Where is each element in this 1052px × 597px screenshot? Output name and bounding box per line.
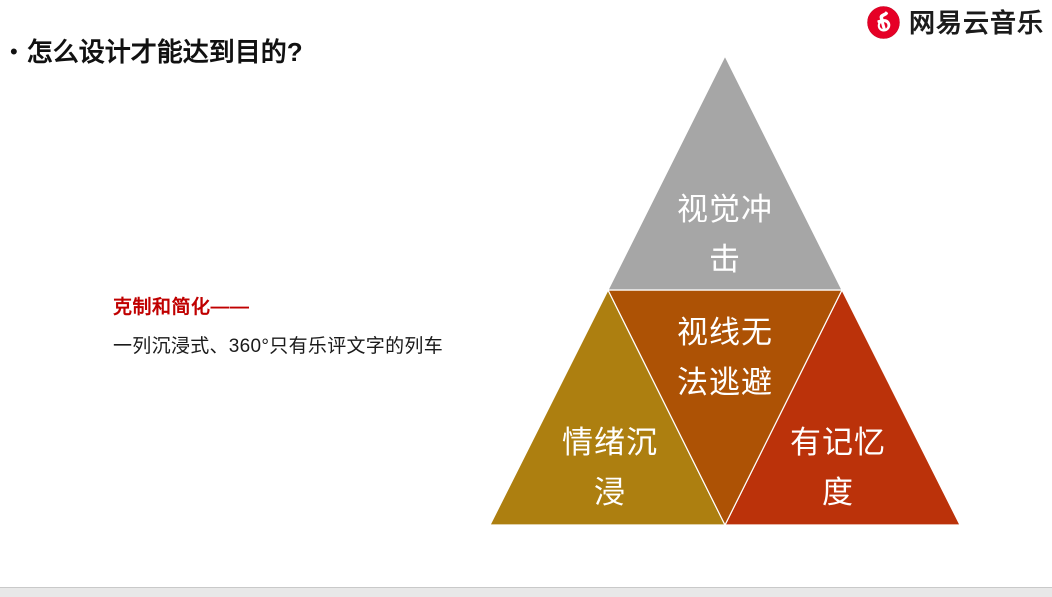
bullet-icon: • (10, 39, 18, 64)
pyramid-label-center-line1: 视线无 (677, 315, 773, 350)
page-title: • 怎么设计才能达到目的? (10, 37, 303, 68)
caption-heading: 克制和简化—— (113, 297, 250, 318)
pyramid-segment-top (607, 54, 843, 291)
caption-block: 克制和简化—— 一列沉浸式、360°只有乐评文字的列车 (113, 294, 513, 361)
caption-subtext: 一列沉浸式、360°只有乐评文字的列车 (113, 335, 443, 357)
pyramid-label-top-line2: 击 (709, 242, 741, 277)
brand-logo: 网易云音乐 (867, 6, 1044, 39)
pyramid-label-bottom-left-line1: 情绪沉 (562, 425, 658, 460)
brand-name: 网易云音乐 (908, 7, 1044, 38)
pyramid-label-center-line2: 法逃避 (677, 365, 773, 400)
pyramid-label-bottom-right-line2: 度 (822, 475, 854, 510)
pyramid-label-bottom-left-line2: 浸 (594, 475, 626, 510)
pyramid-label-bottom-right-line1: 有记忆 (790, 425, 886, 460)
page-title-text: 怎么设计才能达到目的? (26, 37, 303, 67)
bottom-divider (0, 587, 1052, 588)
pyramid-diagram: 视觉冲 击 视线无 法逃避 情绪沉 浸 有记忆 度 (480, 50, 980, 540)
netease-cloud-music-logo-icon (867, 6, 900, 39)
bottom-band (0, 588, 1052, 597)
pyramid-label-top-line1: 视觉冲 (677, 192, 773, 227)
